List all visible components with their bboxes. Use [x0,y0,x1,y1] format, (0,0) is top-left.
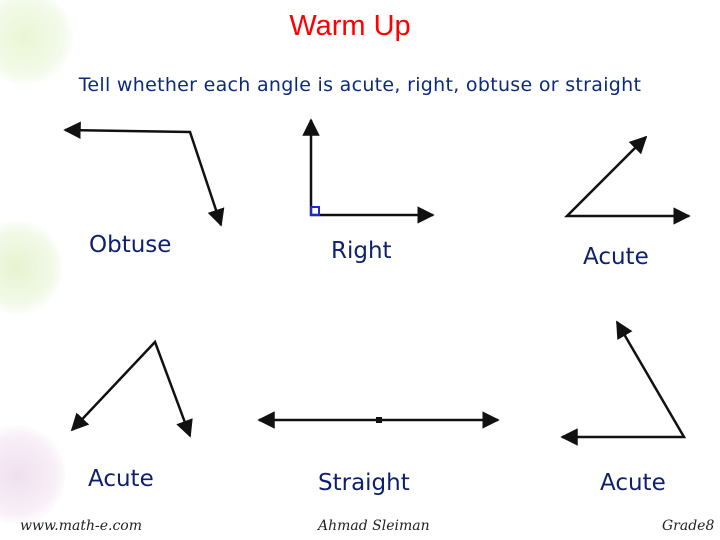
slide-title: Warm Up [289,10,411,42]
straight-angle-figure [257,411,500,429]
answer-label-obtuse: Obtuse [89,232,172,258]
answer-label-acute-3: Acute [600,470,666,496]
answer-label-straight: Straight [318,470,410,496]
answer-label-right: Right [331,238,392,264]
instruction-text: Tell whether each angle is acute, right,… [78,74,642,96]
vertex-point [376,417,382,423]
footer-grade: Grade8 [662,518,715,534]
acute-angle-figure-1 [563,135,691,225]
answer-label-acute-1: Acute [583,244,649,270]
acute-angle-figure-3 [560,320,687,446]
footer-website: www.math-e.com [20,518,143,534]
right-angle-marker [310,206,320,216]
footer-author: Ahmad Sleiman [318,518,430,534]
obtuse-angle-figure [63,121,225,227]
acute-angle-figure-2 [70,339,193,438]
right-angle-figure [302,118,435,224]
answer-label-acute-2: Acute [88,466,154,492]
